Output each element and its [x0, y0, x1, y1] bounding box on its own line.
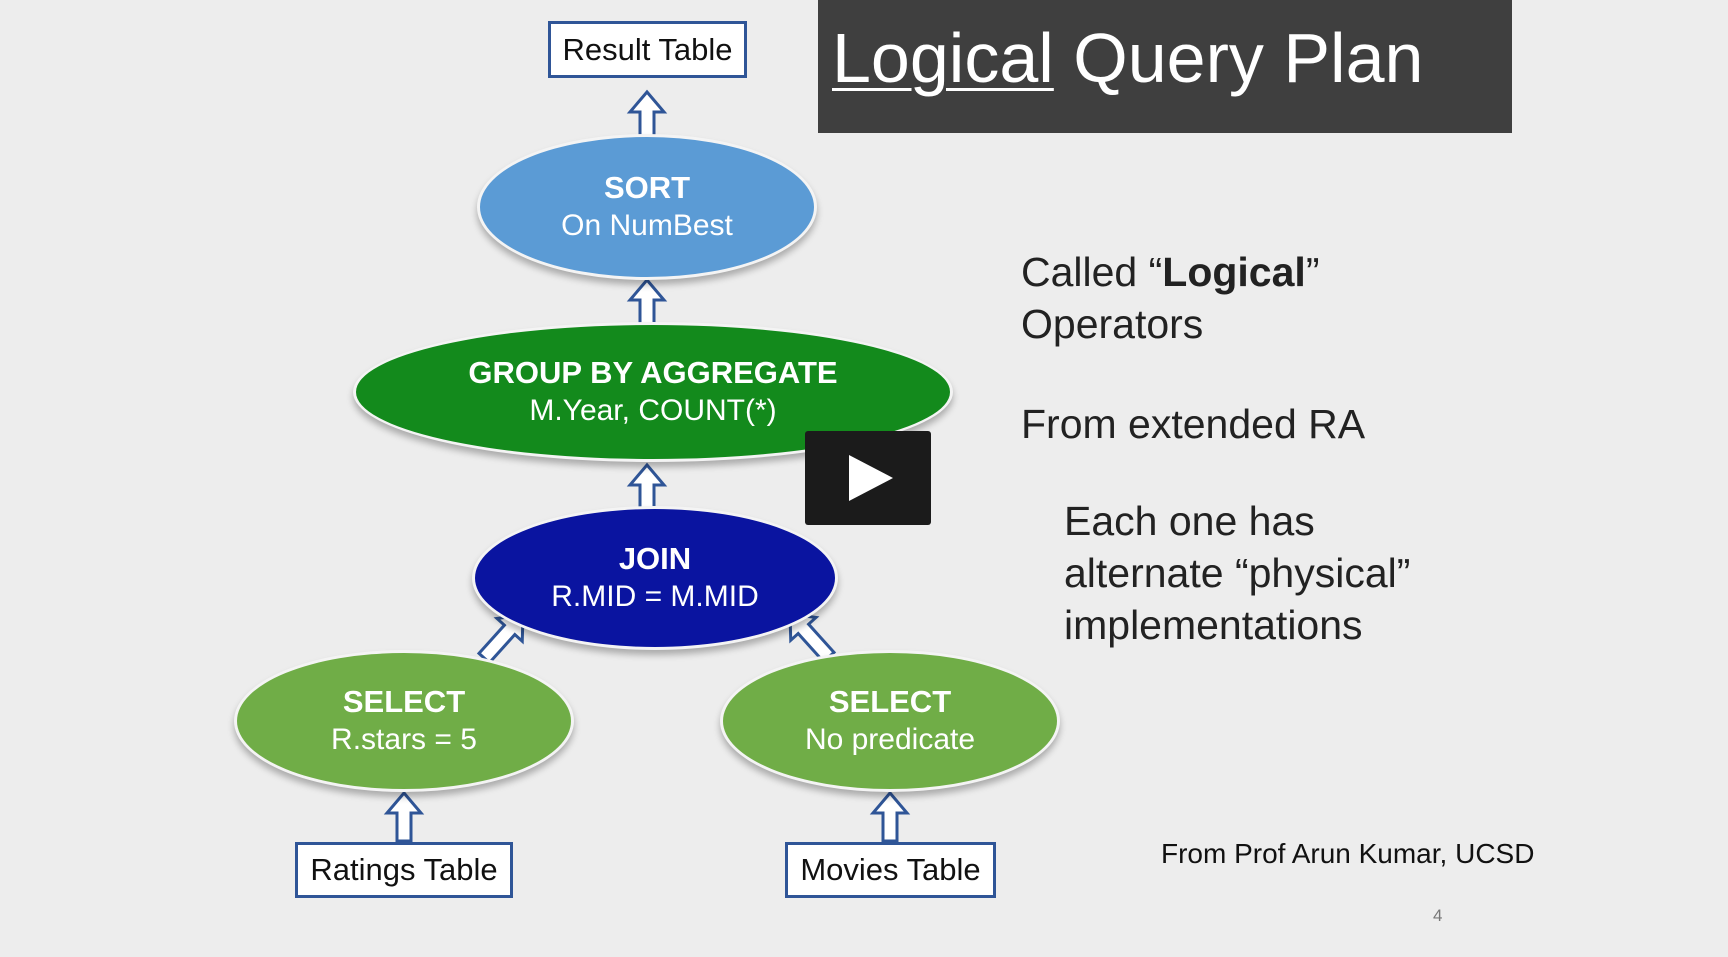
- result-table-label: Result Table: [562, 31, 733, 67]
- called-suffix: ”: [1305, 249, 1320, 295]
- sort-node: SORT On NumBest: [477, 134, 817, 280]
- credit-text: From Prof Arun Kumar, UCSD: [1161, 838, 1535, 869]
- arrow-movies-to-select: [869, 790, 911, 843]
- select-left-heading: SELECT: [342, 684, 466, 719]
- arrow-ratings-to-select: [383, 790, 425, 843]
- result-table-box: Result Table: [548, 21, 747, 78]
- play-icon: [849, 455, 893, 501]
- extended-text: From extended RA: [1021, 401, 1366, 447]
- sort-detail: On NumBest: [561, 209, 733, 242]
- sort-heading: SORT: [603, 170, 691, 205]
- movies-table-label: Movies Table: [800, 852, 981, 887]
- page-number: 4: [1433, 906, 1443, 925]
- called-bold: Logical: [1162, 249, 1306, 295]
- select-right-node: SELECT No predicate: [720, 650, 1060, 792]
- physical-line-3: implementations: [1064, 602, 1363, 648]
- ratings-table-label: Ratings Table: [310, 852, 498, 887]
- physical-line-2: alternate “physical”: [1064, 550, 1411, 596]
- group-by-heading: GROUP BY AGGREGATE: [468, 355, 838, 390]
- arrow-sort-to-result: [626, 89, 668, 142]
- group-by-node: GROUP BY AGGREGATE M.Year, COUNT(*): [353, 322, 953, 462]
- movies-table-box: Movies Table: [785, 842, 996, 898]
- select-right-detail: No predicate: [804, 723, 976, 756]
- title-underlined-word: Logical: [832, 19, 1054, 97]
- called-prefix: Called “: [1021, 249, 1163, 295]
- note-physical: Each one has alternate “physical” implem…: [1064, 495, 1410, 651]
- note-called-logical: Called “Logical” Operators: [1021, 246, 1319, 350]
- select-right-heading: SELECT: [828, 684, 952, 719]
- group-by-detail: M.Year, COUNT(*): [529, 394, 777, 427]
- select-left-node: SELECT R.stars = 5: [234, 650, 574, 792]
- note-extended-ra: From extended RA: [1021, 398, 1365, 450]
- play-button[interactable]: [805, 431, 931, 525]
- join-heading: JOIN: [618, 541, 692, 576]
- ratings-table-box: Ratings Table: [295, 842, 513, 898]
- physical-line-1: Each one has: [1064, 498, 1315, 544]
- slide-title: Logical Query Plan: [832, 18, 1423, 98]
- join-detail: R.MID = M.MID: [551, 580, 759, 613]
- arrow-group-to-sort: [626, 277, 668, 330]
- title-rest: Query Plan: [1053, 19, 1424, 97]
- called-operators: Operators: [1021, 301, 1204, 347]
- join-node: JOIN R.MID = M.MID: [472, 506, 838, 650]
- title-bar: [818, 0, 1512, 133]
- select-left-detail: R.stars = 5: [331, 723, 477, 756]
